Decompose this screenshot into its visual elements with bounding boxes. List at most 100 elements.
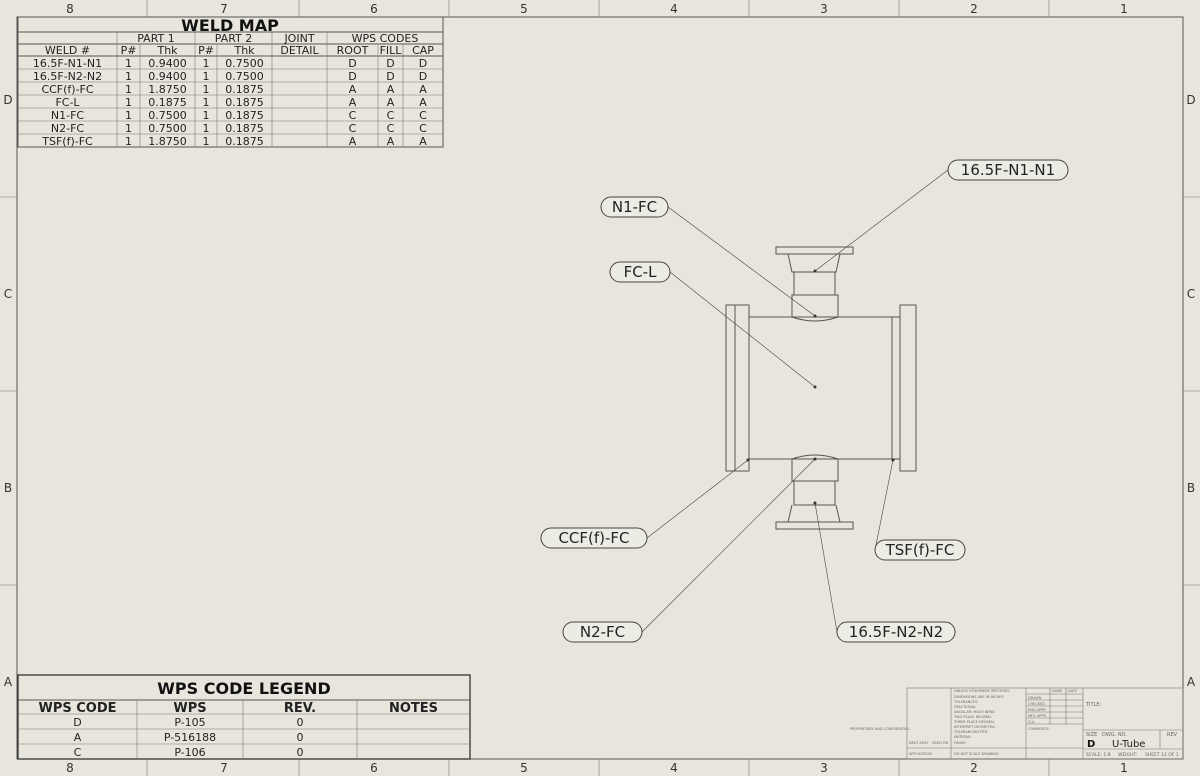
callout-label: FC-L: [624, 263, 658, 281]
legend-cell: 0: [297, 746, 304, 759]
table-cell: C: [419, 122, 427, 135]
table-cell: 0.1875: [148, 96, 187, 109]
title-block-finish: FINISH: [954, 741, 966, 745]
table-cell: 1: [125, 83, 132, 96]
legend-column-header: REV.: [284, 701, 316, 716]
zone-col-top: 1: [1120, 2, 1128, 16]
left-flange-inner: [734, 304, 750, 472]
column-header: Thk: [233, 44, 255, 57]
title-block-unless-specified: UNLESS OTHERWISE SPECIFIED:: [954, 689, 1010, 693]
table-cell: 1.8750: [148, 135, 187, 148]
legend-column-header: NOTES: [389, 701, 438, 716]
table-cell: 0.7500: [148, 109, 187, 122]
bottom-pipe: [793, 480, 836, 506]
column-header: WELD #: [45, 44, 90, 57]
zone-col-bottom: 8: [66, 761, 74, 775]
table-cell: D: [386, 70, 394, 83]
table-cell: 1: [125, 135, 132, 148]
title-block-eng-appr: ENG APPR.: [1028, 708, 1047, 712]
table-cell: A: [349, 83, 357, 96]
zone-col-bottom: 2: [970, 761, 978, 775]
weld-callouts: 16.5F-N1-N1N1-FCFC-LCCF(f)-FCTSF(f)-FCN2…: [540, 159, 1069, 643]
table-cell: 1: [125, 96, 132, 109]
zone-col-top: 3: [820, 2, 828, 16]
table-cell: 0.1875: [225, 96, 264, 109]
zone-row-right: D: [1186, 93, 1195, 107]
zone-col-bottom: 5: [520, 761, 528, 775]
table-cell: 0.7500: [225, 57, 264, 70]
table-cell: 1: [125, 122, 132, 135]
table-cell: 1: [203, 70, 210, 83]
group-header: JOINT: [283, 32, 314, 45]
left-flange-outer: [725, 304, 736, 472]
column-header: P#: [121, 44, 137, 57]
zone-col-bottom: 3: [820, 761, 828, 775]
table-cell: 1: [125, 109, 132, 122]
zone-row-right: C: [1187, 287, 1195, 301]
table-cell: 16.5F-N2-N2: [33, 70, 102, 83]
leader-line: [814, 169, 949, 272]
zone-col-top: 5: [520, 2, 528, 16]
table-cell: C: [349, 109, 357, 122]
table-cell: A: [387, 96, 395, 109]
zone-row-right: B: [1187, 481, 1195, 495]
title-block-weight: WEIGHT:: [1118, 752, 1137, 758]
zone-row-right: A: [1187, 675, 1196, 689]
zone-col-top: 4: [670, 2, 678, 16]
leader-arrow: [813, 501, 817, 505]
table-cell: 1: [203, 96, 210, 109]
table-cell: A: [349, 135, 357, 148]
callout-balloon: [540, 527, 648, 549]
callout-label: N2-FC: [580, 623, 625, 641]
callout-label: TSF(f)-FC: [885, 541, 955, 559]
right-flange: [899, 304, 917, 472]
leader-arrow: [813, 314, 817, 318]
title-block-dims: DIMENSIONS ARE IN INCHES: [954, 695, 1004, 699]
table-cell: A: [419, 135, 427, 148]
legend-cell: D: [73, 716, 81, 729]
leader-line: [667, 206, 816, 317]
table-cell: 0.9400: [148, 70, 187, 83]
bottom-collar: [791, 458, 839, 482]
title-block-fractional: FRACTIONAL: [954, 705, 976, 709]
callout-label: 16.5F-N2-N2: [849, 623, 943, 641]
table-cell: A: [387, 135, 395, 148]
table-cell: D: [419, 70, 427, 83]
table-cell: 1: [125, 70, 132, 83]
table-cell: 0.7500: [148, 122, 187, 135]
title-block-drawn: DRAWN: [1028, 696, 1042, 700]
table-cell: C: [419, 109, 427, 122]
top-collar: [791, 294, 839, 318]
column-header: ROOT: [337, 44, 369, 57]
title-block-size: D: [1087, 739, 1095, 750]
legend-cell: P-516188: [164, 731, 216, 744]
legend-title: WPS CODE LEGEND: [157, 679, 330, 698]
group-header: WPS CODES: [352, 32, 419, 45]
table-cell: D: [348, 70, 356, 83]
zone-row-left: A: [4, 675, 13, 689]
table-cell: 1: [203, 57, 210, 70]
title-block-three-place: THREE PLACE DECIMAL: [953, 720, 995, 724]
title-block-comments: COMMENTS:: [1028, 727, 1050, 731]
top-taper: [787, 253, 841, 273]
title-block-tolerances: TOLERANCES:: [953, 700, 978, 704]
zone-row-left: B: [4, 481, 12, 495]
title-block-checked: CHECKED: [1028, 702, 1045, 706]
table-cell: D: [348, 57, 356, 70]
title-block-qa: Q.A.: [1028, 720, 1035, 724]
top-flange: [775, 246, 854, 255]
table-cell: TSF(f)-FC: [41, 135, 93, 148]
title-block-angular: ANGULAR: MACH BEND: [954, 710, 995, 714]
leader-line: [814, 502, 838, 633]
table-cell: 0.1875: [225, 135, 264, 148]
callout-balloon: [609, 261, 671, 283]
callout-balloon: [836, 621, 956, 643]
title-block-do-not-scale: DO NOT SCALE DRAWING: [954, 752, 999, 756]
title-block-sheet: SHEET 11 OF 1: [1145, 752, 1179, 758]
legend-column-header: WPS: [173, 701, 206, 716]
table-cell: A: [387, 83, 395, 96]
table-cell: 1: [203, 83, 210, 96]
title-block-proprietary: PROPRIETARY AND CONFIDENTIAL: [850, 727, 910, 731]
